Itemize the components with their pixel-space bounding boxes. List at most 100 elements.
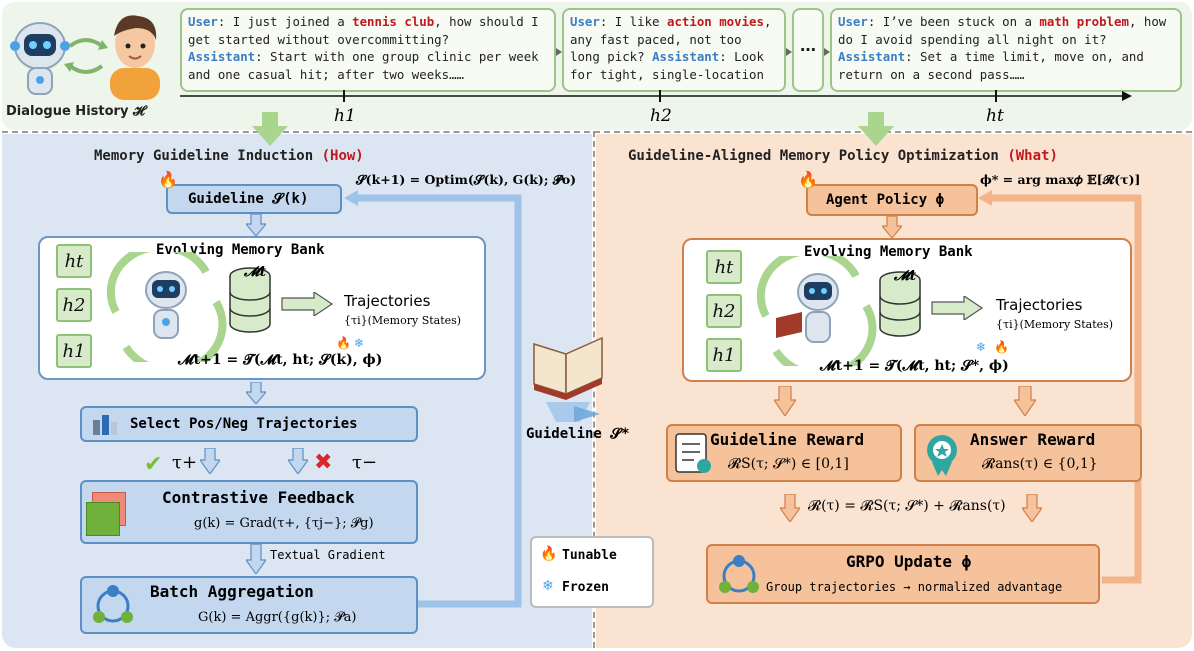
guideline-induction-panel	[2, 134, 592, 648]
robot-reading-icon	[756, 256, 877, 366]
down-arrow-icon	[246, 214, 266, 236]
timeline-label-h2: h2	[650, 106, 672, 126]
arrow-right-icon	[824, 48, 830, 56]
fire-icon: 🔥	[798, 170, 818, 189]
dialogue-box-1: User: I just joined a tennis club, how s…	[180, 8, 556, 92]
fire-icon: 🔥	[540, 546, 558, 562]
left-title-text: Memory Guideline Induction	[94, 148, 314, 164]
person-icon	[110, 15, 160, 100]
trajectories-subtitle: {τi}(Memory States)	[344, 314, 462, 327]
arrow-right-icon	[786, 48, 792, 56]
history-box-ht: ht	[706, 250, 742, 284]
right-title-text: Guideline-Aligned Memory Policy Optimiza…	[628, 148, 999, 164]
contrastive-feedback-box: Contrastive Feedback g(k) = Grad(τ+, {τj…	[80, 480, 418, 544]
batch-aggregation-box: Batch Aggregation G(k) = Aggr({g(k)}; 𝓟a…	[80, 576, 418, 634]
history-box-h2: h2	[56, 288, 92, 322]
assistant-text: : Start with one group clinic per week a…	[188, 49, 539, 82]
select-trajectories-box: Select Pos/Neg Trajectories	[80, 406, 418, 442]
right-arrow-icon	[281, 292, 334, 316]
grpo-title: GRPO Update ϕ	[846, 552, 972, 571]
database-icon	[879, 271, 921, 337]
down-arrow-icon	[882, 216, 902, 238]
right-title-tag: (What)	[1007, 148, 1058, 164]
agent-policy-box: Agent Policy ϕ	[806, 184, 978, 216]
award-icon	[927, 435, 957, 476]
checklist-icon	[675, 433, 711, 473]
legend-box: 🔥 Tunable ❄ Frozen	[530, 536, 654, 608]
user-label: User	[838, 14, 868, 29]
answer-reward-title: Answer Reward	[970, 430, 1096, 449]
guideline-box: Guideline 𝓢(k)	[166, 184, 342, 214]
fire-icon: 🔥	[158, 170, 178, 189]
contrastive-formula: g(k) = Grad(τ+, {τj−}; 𝓟g)	[194, 516, 374, 531]
dialogue-box-2: User: I like action movies, any fast pac…	[562, 8, 786, 92]
batch-title: Batch Aggregation	[150, 582, 314, 601]
network-icon	[719, 555, 759, 593]
total-reward-formula: 𝓡(τ) = 𝓡S(τ; 𝓢*) + 𝓡ans(τ)	[808, 498, 1006, 514]
grpo-subtitle: Group trajectories → normalized advantag…	[766, 580, 1063, 594]
memory-transition-formula: 𝓜t+1 = 𝓣(𝓜t, ht; 𝓢*, ϕ)	[820, 358, 1009, 374]
vertical-divider	[593, 131, 595, 648]
timeline-label-h1: h1	[334, 106, 356, 126]
robot-user-icon	[10, 15, 160, 100]
dialogue-history-label: Dialogue History 𝓗	[6, 104, 145, 119]
history-box-h2: h2	[706, 294, 742, 328]
down-arrow-icon	[288, 448, 308, 474]
user-text-end: , any fast paced, not too long pick?	[570, 14, 772, 64]
ellipsis-box: …	[792, 8, 824, 92]
arrow-right-icon	[556, 48, 562, 56]
grpo-update-box: GRPO Update ϕ Group trajectories → norma…	[706, 544, 1100, 604]
assistant-label: Assistant	[652, 49, 720, 64]
user-text: : I like	[599, 14, 667, 29]
memory-transition-formula: 𝓜t+1 = 𝓣(𝓜t, ht; 𝓢(k), ϕ)	[178, 352, 383, 368]
user-text: : I just joined a	[217, 14, 353, 29]
down-arrow-icon	[246, 382, 266, 404]
memory-bank-title: Evolving Memory Bank	[804, 244, 973, 260]
timeline-label-ht: ht	[986, 106, 1004, 126]
user-label: User	[570, 14, 600, 29]
guideline-reward-box: Guideline Reward 𝓡S(τ; 𝓢*) ∈ [0,1]	[666, 424, 902, 482]
textual-gradient-label: Textual Gradient	[270, 548, 386, 562]
left-title-tag: (How)	[321, 148, 364, 164]
user-text-end: , how do I avoid spending all night on i…	[838, 14, 1167, 47]
topic-highlight: action movies	[666, 14, 764, 29]
policy-formula: ϕ* = arg max𝜙 𝔼[𝓡(τ)]	[980, 172, 1141, 187]
positive-trajectory-label: τ+	[172, 452, 198, 473]
user-text: : I’ve been stuck on a	[867, 14, 1040, 29]
snowflake-icon: ❄	[976, 340, 987, 354]
cross-icon: ✖	[314, 450, 333, 475]
guideline-update-formula: 𝓢(k+1) = Optim(𝓢(k), G(k); 𝓟o)	[356, 172, 577, 187]
history-box-ht: ht	[56, 244, 92, 278]
right-arrow-icon	[931, 296, 984, 320]
topic-highlight: tennis club	[352, 14, 435, 29]
snowflake-icon: ❄	[354, 336, 365, 350]
down-arrow-icon	[246, 544, 266, 574]
user-label: User	[188, 14, 218, 29]
memory-bank-title: Evolving Memory Bank	[156, 242, 325, 258]
down-arrow-icon	[200, 448, 220, 474]
down-arrow-icon	[1022, 494, 1042, 522]
guideline-label: Guideline 𝓢(k)	[188, 191, 309, 207]
green-down-arrow-icon	[858, 112, 894, 146]
snowflake-icon: ❄	[542, 578, 554, 594]
fire-icon: 🔥	[336, 336, 351, 350]
timeline	[180, 48, 1132, 102]
memory-state-label: 𝓜t	[244, 264, 267, 280]
green-down-arrow-icon	[252, 112, 288, 146]
agent-policy-label: Agent Policy ϕ	[826, 192, 945, 208]
fire-icon: 🔥	[994, 340, 1009, 354]
guideline-reward-formula: 𝓡S(τ; 𝓢*) ∈ [0,1]	[728, 456, 849, 472]
trajectories-subtitle: {τi}(Memory States)	[996, 318, 1114, 331]
trajectories-title: Trajectories	[996, 296, 1083, 314]
legend-frozen: Frozen	[562, 580, 609, 595]
network-icon	[93, 585, 133, 623]
user-text-end: , how should I get started without overc…	[188, 14, 539, 47]
guideline-star-label: Guideline 𝓢*	[526, 426, 630, 442]
assistant-text: : Set a time limit, move on, and return …	[838, 49, 1144, 82]
down-arrow-icon	[1014, 386, 1036, 416]
legend-tunable: Tunable	[562, 548, 617, 563]
robot-icon	[10, 22, 70, 95]
square-icon	[86, 502, 120, 536]
topic-highlight: math problem	[1039, 14, 1129, 29]
